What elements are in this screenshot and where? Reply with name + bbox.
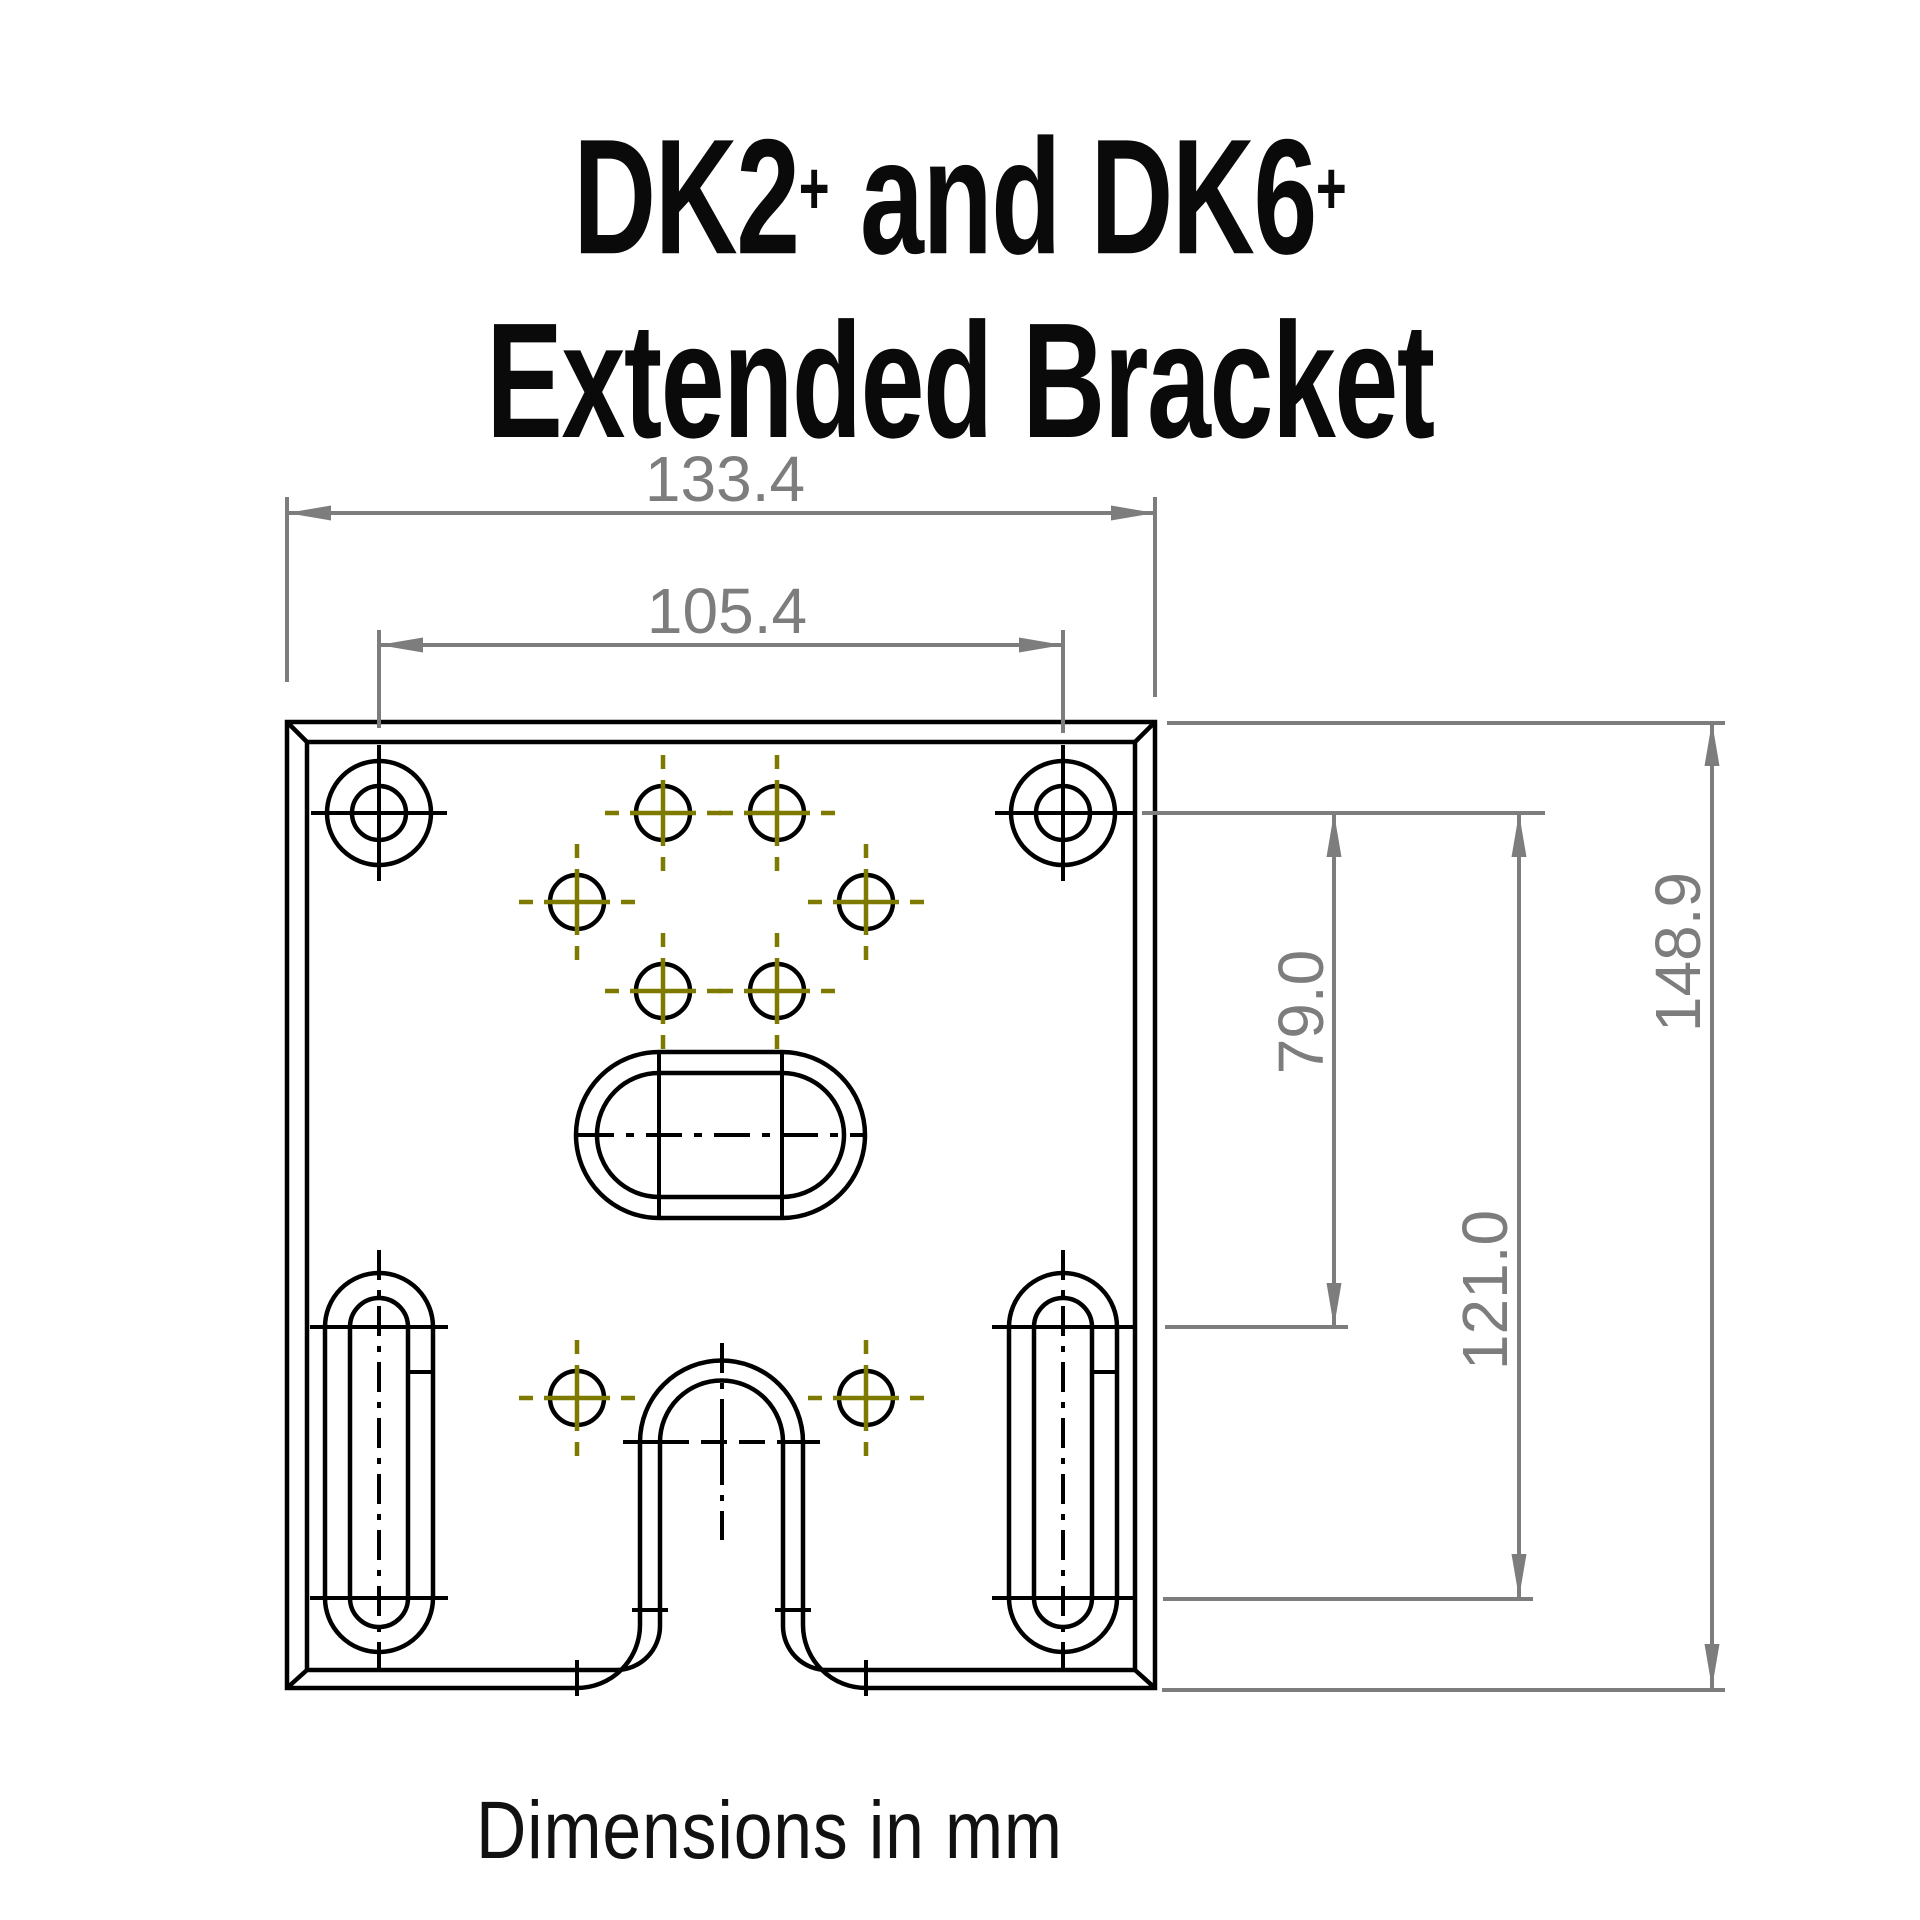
dimension-annotations: 133.4 105.4 79.0 121.0 148.9	[285, 443, 1725, 1692]
outer-profile	[284, 719, 1158, 1691]
center-stadium-slot	[573, 1049, 868, 1221]
extension-lines	[285, 497, 1725, 1692]
dim-label-hole-spacing: 105.4	[647, 575, 807, 647]
small-hole-crosshair	[605, 755, 721, 871]
small-hole-crosshair	[719, 755, 835, 871]
large-hole-crosshairs	[311, 745, 1133, 881]
plus-glyph: +	[798, 146, 830, 230]
title-line-2: Extended Bracket	[486, 289, 1435, 473]
bend-ticks	[575, 1440, 868, 1696]
left-slot	[310, 1250, 448, 1674]
channel-centerlines	[663, 1343, 780, 1540]
dim-label-overall-height: 148.9	[1642, 872, 1714, 1032]
units-note: Dimensions in mm	[476, 1785, 1063, 1876]
small-hole-crosshair	[719, 933, 835, 1049]
small-hole-crosshair	[519, 1340, 635, 1456]
page-title: DK2+ and DK6+ Extended Bracket	[0, 96, 1920, 473]
corner-bevel-top-right	[1133, 720, 1157, 744]
bracket-outline	[284, 719, 1158, 1696]
large-mount-holes	[311, 745, 1133, 881]
small-hole-crosshair	[808, 844, 924, 960]
small-hole-crosshair	[519, 844, 635, 960]
small-hole-crosshair	[808, 1340, 924, 1456]
plus-glyph: +	[1315, 146, 1347, 230]
dim-label-overall-width: 133.4	[645, 443, 805, 515]
small-holes	[519, 755, 924, 1456]
corner-bevel-bottom-right	[1133, 1668, 1157, 1690]
corner-bevel-top-left	[285, 720, 309, 744]
right-slot	[992, 1250, 1133, 1674]
title-line-1: DK2+ and DK6+	[573, 105, 1347, 289]
dim-label-upper-slot-offset: 79.0	[1265, 950, 1337, 1075]
corner-bevel-bottom-left	[285, 1668, 309, 1690]
dim-arrowheads	[287, 505, 1720, 1688]
inner-bottom-and-channel	[307, 1378, 1135, 1673]
dim-label-lower-slot-offset: 121.0	[1449, 1210, 1521, 1370]
small-hole-crosshair	[605, 933, 721, 1049]
